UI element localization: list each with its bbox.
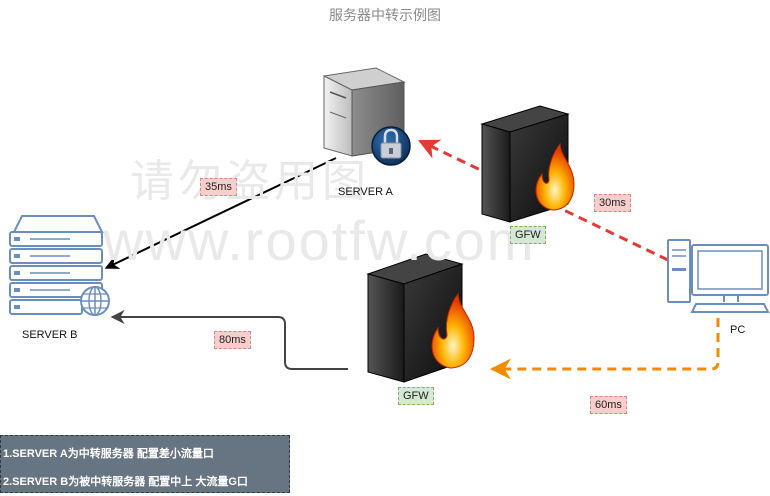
firewall-top-icon bbox=[480, 105, 575, 223]
edge-pc-to-gfw bbox=[489, 318, 720, 380]
latency-label-gfw-to-b: 80ms bbox=[214, 331, 251, 349]
pc-label: PC bbox=[730, 324, 746, 336]
server-a-icon bbox=[322, 67, 411, 166]
latency-label-pc-to-a: 30ms bbox=[594, 194, 631, 212]
gfw-bottom-label: GFW bbox=[398, 387, 434, 405]
pc-icon bbox=[667, 239, 770, 313]
lock-icon bbox=[371, 126, 411, 166]
notes-box: 1.SERVER A为中转服务器 配置差小流量口 2.SERVER B为被中转服… bbox=[0, 435, 290, 493]
edge-a-to-b bbox=[104, 157, 337, 269]
note-line-1: 1.SERVER A为中转服务器 配置差小流量口 bbox=[3, 448, 214, 460]
latency-label-a-to-b: 35ms bbox=[200, 178, 237, 196]
latency-label-pc-to-gfw: 60ms bbox=[590, 396, 627, 414]
gfw-top-label: GFW bbox=[510, 226, 546, 244]
server-a-label: SERVER A bbox=[338, 186, 393, 198]
server-b-icon bbox=[9, 215, 110, 316]
diagram-title: 服务器中转示例图 bbox=[329, 8, 441, 24]
globe-icon bbox=[80, 286, 110, 316]
edge-gfw-to-b bbox=[110, 310, 348, 370]
server-b-label: SERVER B bbox=[22, 329, 78, 341]
firewall-bottom-icon bbox=[366, 253, 475, 383]
note-line-2: 2.SERVER B为被中转服务器 配置中上 大流量G口 bbox=[3, 476, 248, 488]
